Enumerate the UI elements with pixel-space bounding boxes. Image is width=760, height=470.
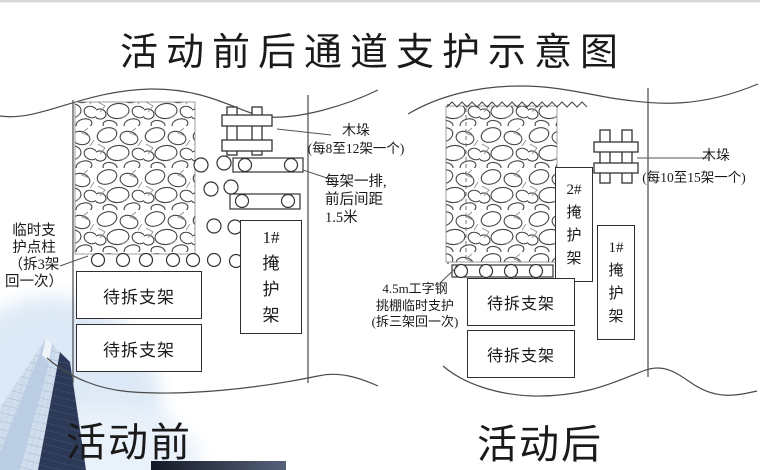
left-row-note: 每架一排, 前后间距 1.5米 <box>325 173 417 227</box>
left-temp-prop-line2: 护点柱 <box>12 240 56 256</box>
left-leader-lines <box>59 128 332 267</box>
right-roadway-outline <box>407 83 759 397</box>
right-caved-rock-area <box>445 105 558 263</box>
left-temp-prop-line4: 回一次） <box>5 274 63 290</box>
right-ibeam-canopy <box>451 263 554 279</box>
right-dismantle-label-2: 待拆支架 <box>486 348 555 365</box>
left-dismantle-label-1: 待拆支架 <box>103 287 175 307</box>
right-leader-lines <box>439 157 710 284</box>
right-shield-frame-2-box: 2#掩护架 <box>555 167 593 282</box>
right-crib-label: 木垛 <box>702 149 730 164</box>
right-ibeam-line1: 4.5m工字钢 <box>382 281 448 296</box>
left-shield-frame-1-box: 1#掩护架 <box>240 220 302 334</box>
right-wood-crib <box>593 129 639 184</box>
slide-top-border <box>0 0 760 3</box>
left-caption: 活动前 <box>66 420 192 465</box>
left-temp-prop-label: 临时支 护点柱 （拆3架 回一次） <box>3 223 65 291</box>
right-rock-top-hatch <box>446 101 588 108</box>
bottom-template-bar <box>151 461 286 470</box>
left-beam-rows <box>229 157 304 210</box>
left-crib-label-text: 木垛 <box>342 124 370 139</box>
left-shield-frame-1-label: 1#掩护架 <box>262 228 280 325</box>
right-dismantle-box-2: 待拆支架 <box>467 330 575 378</box>
left-dismantle-box-1: 待拆支架 <box>76 271 202 319</box>
right-crib-note: (每10至15架一个) <box>642 170 746 185</box>
slide-title: 活动前后通道支护示意图 <box>120 32 627 74</box>
left-temp-prop-line1: 临时支 <box>12 223 56 239</box>
left-row-note-line1: 每架一排, <box>325 174 387 190</box>
left-caved-rock-area <box>74 101 196 255</box>
right-shield-frame-2-label: 2#掩护架 <box>566 181 582 267</box>
left-crib-note: (每8至12架一个) <box>307 141 405 156</box>
right-ibeam-line3: (拆三架回一次) <box>371 314 459 329</box>
right-ibeam-line2: 挑棚临时支护 <box>375 297 454 313</box>
left-dismantle-label-2: 待拆支架 <box>103 340 175 360</box>
right-shield-frame-1-box: 1#掩护架 <box>597 225 635 340</box>
left-crib-label: 木垛 (每8至12架一个) <box>296 123 416 157</box>
left-dismantle-box-2: 待拆支架 <box>76 324 202 372</box>
right-ibeam-label: 4.5m工字钢 挑棚临时支护 (拆三架回一次) <box>366 281 464 331</box>
left-wood-crib <box>221 106 273 156</box>
left-roadway-outline <box>0 88 379 394</box>
left-temp-prop-line3: （拆3架 <box>8 257 60 273</box>
right-dismantle-box-1: 待拆支架 <box>467 278 575 326</box>
left-row-note-line2: 前后间距 <box>325 192 383 208</box>
left-row-note-line3: 1.5米 <box>325 210 358 226</box>
right-dismantle-label-1: 待拆支架 <box>486 296 555 313</box>
right-shield-frame-1-label: 1#掩护架 <box>608 239 624 325</box>
left-point-props <box>90 155 244 269</box>
right-caption: 活动后 <box>477 422 603 467</box>
